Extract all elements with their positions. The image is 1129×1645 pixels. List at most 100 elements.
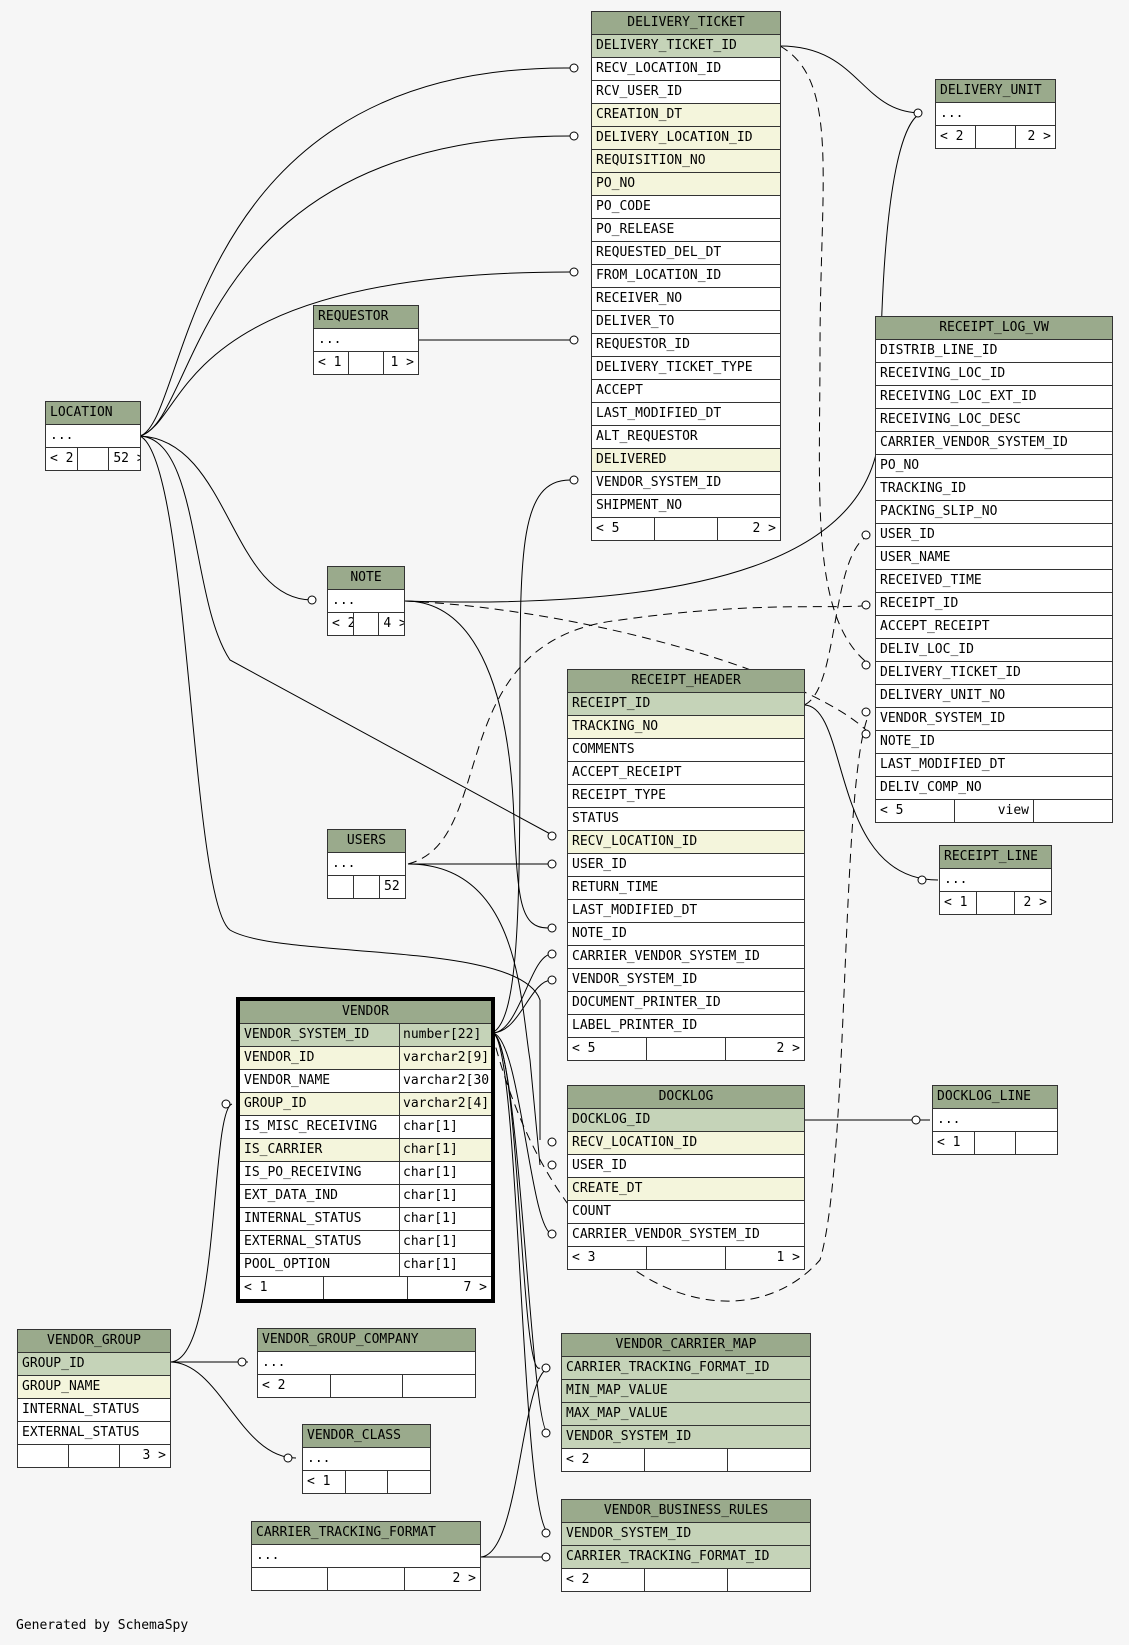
column-row: INTERNAL_STATUS	[18, 1399, 170, 1422]
column-row: CARRIER_VENDOR_SYSTEM_ID	[876, 432, 1112, 455]
table-docklog[interactable]: DOCKLOG DOCKLOG_ID RECV_LOCATION_ID USER…	[567, 1085, 805, 1270]
table-footer: < 2	[562, 1569, 810, 1591]
table-docklog-line[interactable]: DOCKLOG_LINE ... < 1	[932, 1085, 1058, 1155]
column-row: ACCEPT	[592, 380, 780, 403]
table-title: VENDOR	[240, 1001, 491, 1024]
column-row: SHIPMENT_NO	[592, 495, 780, 518]
column-row: FROM_LOCATION_ID	[592, 265, 780, 288]
column-row: DELIVERED	[592, 449, 780, 472]
column-row: REQUESTED_DEL_DT	[592, 242, 780, 265]
column-row: DOCKLOG_ID	[568, 1109, 804, 1132]
table-vendor-business-rules[interactable]: VENDOR_BUSINESS_RULES VENDOR_SYSTEM_ID C…	[561, 1499, 811, 1592]
column-row: DELIV_LOC_ID	[876, 639, 1112, 662]
table-location[interactable]: LOCATION ... < 252 >	[45, 401, 141, 471]
column-row: RECEIVING_LOC_DESC	[876, 409, 1112, 432]
column-row: RECEIVING_LOC_EXT_ID	[876, 386, 1112, 409]
column-row: RECEIPT_ID	[568, 693, 804, 716]
column-row: CARRIER_VENDOR_SYSTEM_ID	[568, 1224, 804, 1247]
column-row: PO_NO	[592, 173, 780, 196]
column-row: PACKING_SLIP_NO	[876, 501, 1112, 524]
column-row: COUNT	[568, 1201, 804, 1224]
column-row: COMMENTS	[568, 739, 804, 762]
column-row: DELIVERY_LOCATION_ID	[592, 127, 780, 150]
column-row: DELIVERY_TICKET_ID	[592, 35, 780, 58]
column-row: ACCEPT_RECEIPT	[876, 616, 1112, 639]
column-row: ...	[258, 1352, 475, 1375]
table-users[interactable]: USERS ... 52 >	[327, 829, 406, 899]
table-title: DELIVERY_TICKET	[592, 12, 780, 35]
column-row: CREATION_DT	[592, 104, 780, 127]
column-row: ...	[933, 1109, 1057, 1132]
table-receipt-header[interactable]: RECEIPT_HEADER RECEIPT_ID TRACKING_NO CO…	[567, 669, 805, 1061]
table-title: VENDOR_GROUP	[18, 1330, 170, 1353]
column-row: ...	[303, 1448, 430, 1471]
column-row: TRACKING_ID	[876, 478, 1112, 501]
column-row: STATUS	[568, 808, 804, 831]
column-row: CARRIER_VENDOR_SYSTEM_ID	[568, 946, 804, 969]
table-title: RECEIPT_LINE	[940, 846, 1051, 869]
column-row: ...	[46, 425, 140, 448]
column-row: TRACKING_NO	[568, 716, 804, 739]
column-row: LABEL_PRINTER_ID	[568, 1015, 804, 1038]
table-vendor-carrier-map[interactable]: VENDOR_CARRIER_MAP CARRIER_TRACKING_FORM…	[561, 1333, 811, 1472]
table-title: USERS	[328, 830, 405, 853]
table-title: VENDOR_CARRIER_MAP	[562, 1334, 810, 1357]
table-vendor-group-company[interactable]: VENDOR_GROUP_COMPANY ... < 2	[257, 1328, 476, 1398]
column-row: USER_NAME	[876, 547, 1112, 570]
column-row: REQUISITION_NO	[592, 150, 780, 173]
column-row: DISTRIB_LINE_ID	[876, 340, 1112, 363]
column-row: DELIVER_TO	[592, 311, 780, 334]
table-vendor-group[interactable]: VENDOR_GROUP GROUP_ID GROUP_NAME INTERNA…	[17, 1329, 171, 1468]
column-row: NOTE_ID	[568, 923, 804, 946]
table-title: VENDOR_BUSINESS_RULES	[562, 1500, 810, 1523]
column-row: DELIVERY_TICKET_TYPE	[592, 357, 780, 380]
column-row: ACCEPT_RECEIPT	[568, 762, 804, 785]
column-row: ...	[314, 329, 418, 352]
column-row: USER_ID	[568, 1155, 804, 1178]
table-footer: < 1	[303, 1471, 430, 1493]
column-row: VENDOR_SYSTEM_ID	[562, 1426, 810, 1449]
column-row: DELIV_COMP_NO	[876, 777, 1112, 800]
column-row: VENDOR_SYSTEM_ID	[562, 1523, 810, 1546]
column-row: RECEIVER_NO	[592, 288, 780, 311]
column-row: ...	[940, 869, 1051, 892]
table-footer: < 1	[933, 1132, 1057, 1154]
column-row: ALT_REQUESTOR	[592, 426, 780, 449]
table-receipt-log-vw[interactable]: RECEIPT_LOG_VW DISTRIB_LINE_ID RECEIVING…	[875, 316, 1113, 823]
table-carrier-tracking-format[interactable]: CARRIER_TRACKING_FORMAT ... 2 >	[251, 1521, 481, 1591]
column-row: GROUP_ID	[18, 1353, 170, 1376]
column-row: MIN_MAP_VALUE	[562, 1380, 810, 1403]
column-row: MAX_MAP_VALUE	[562, 1403, 810, 1426]
table-title: VENDOR_CLASS	[303, 1425, 430, 1448]
table-title: DOCKLOG	[568, 1086, 804, 1109]
column-row: DELIVERY_UNIT_NO	[876, 685, 1112, 708]
table-title: LOCATION	[46, 402, 140, 425]
column-row: NOTE_ID	[876, 731, 1112, 754]
column-row: REQUESTOR_ID	[592, 334, 780, 357]
table-vendor-class[interactable]: VENDOR_CLASS ... < 1	[302, 1424, 431, 1494]
column-row: EXTERNAL_STATUS	[18, 1422, 170, 1445]
table-title: RECEIPT_HEADER	[568, 670, 804, 693]
column-row: RECV_LOCATION_ID	[568, 1132, 804, 1155]
column-row: LAST_MODIFIED_DT	[876, 754, 1112, 777]
table-footer: < 252 >	[46, 448, 140, 470]
column-row: RECV_LOCATION_ID	[568, 831, 804, 854]
table-delivery-ticket[interactable]: DELIVERY_TICKET DELIVERY_TICKET_ID RECV_…	[591, 11, 781, 541]
table-title: CARRIER_TRACKING_FORMAT	[252, 1522, 480, 1545]
